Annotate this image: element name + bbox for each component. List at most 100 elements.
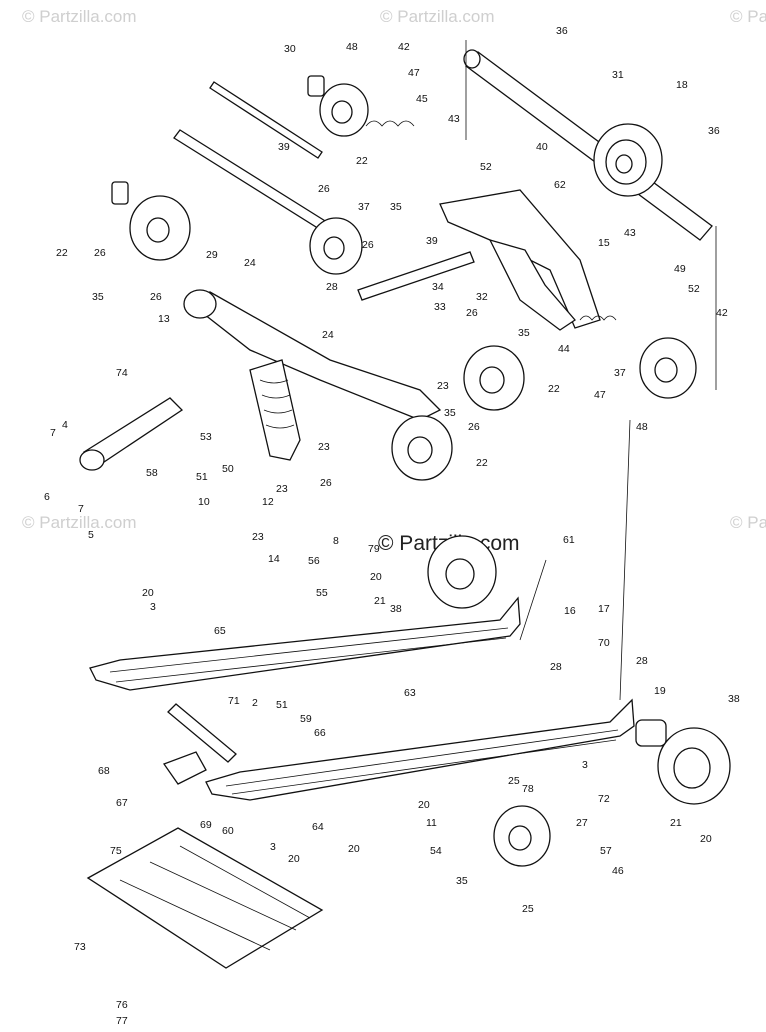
spacer-19: [635, 719, 667, 747]
callout-65: 65: [214, 625, 226, 637]
callout-13: 13: [158, 313, 170, 325]
watermark-mid-right: © Partzilla.com: [730, 513, 766, 532]
callout-28: 28: [550, 661, 562, 673]
callout-38: 38: [728, 693, 740, 705]
callout-7: 7: [50, 427, 56, 439]
spring-44: [579, 315, 617, 321]
callout-59: 59: [300, 713, 312, 725]
callout-10: 10: [198, 496, 210, 508]
callout-52: 52: [480, 161, 492, 173]
callout-19: 19: [654, 685, 666, 697]
callout-48: 48: [636, 421, 648, 433]
callout-42: 42: [398, 41, 410, 53]
callout-11: 11: [426, 817, 437, 829]
callout-3: 3: [150, 601, 156, 613]
wheel-42-right: [639, 337, 697, 399]
watermark-top-right: © Partzilla.com: [730, 7, 766, 26]
callout-64: 64: [312, 821, 324, 833]
callout-77: 77: [116, 1015, 128, 1027]
callout-61: 61: [563, 534, 575, 546]
callout-20: 20: [348, 843, 360, 855]
callout-42: 42: [716, 307, 728, 319]
callout-56: 56: [308, 555, 320, 567]
slide-plate-73: [86, 827, 324, 969]
watermark-mid-left: © Partzilla.com: [22, 513, 137, 532]
callout-20: 20: [370, 571, 382, 583]
callout-22: 22: [548, 383, 560, 395]
wheel-35-upper-left: [129, 195, 191, 261]
callout-55: 55: [316, 587, 328, 599]
callout-21: 21: [374, 595, 386, 607]
wheel-38-rear: [657, 727, 731, 805]
callout-47: 47: [594, 389, 606, 401]
callout-67: 67: [116, 797, 128, 809]
wheel-35-center: [391, 415, 453, 481]
callout-18: 18: [676, 79, 688, 91]
callout-35: 35: [518, 327, 530, 339]
callout-20: 20: [700, 833, 712, 845]
callout-35: 35: [444, 407, 456, 419]
callout-63: 63: [404, 687, 416, 699]
callout-62: 62: [554, 179, 566, 191]
shaft-30: [209, 81, 323, 159]
spacer-22-left: [111, 181, 129, 205]
callout-23: 23: [276, 483, 288, 495]
callout-20: 20: [288, 853, 300, 865]
callout-51: 51: [276, 699, 288, 711]
callout-60: 60: [222, 825, 234, 837]
idler-wheel-42: [319, 83, 369, 137]
callout-73: 73: [74, 941, 86, 953]
callout-14: 14: [268, 553, 280, 565]
callout-78: 78: [522, 783, 534, 795]
callout-70: 70: [598, 637, 610, 649]
callout-66: 66: [314, 727, 326, 739]
front-shock-10: [249, 359, 301, 461]
callout-17: 17: [598, 603, 610, 615]
callout-54: 54: [430, 845, 442, 857]
callout-26: 26: [466, 307, 478, 319]
callout-20: 20: [142, 587, 154, 599]
callout-36: 36: [708, 125, 720, 137]
shaft-28-lower: [167, 703, 237, 763]
callout-37: 37: [358, 201, 370, 213]
callout-48: 48: [346, 41, 358, 53]
callout-57: 57: [600, 845, 612, 857]
callout-32: 32: [476, 291, 488, 303]
callout-7: 7: [78, 503, 84, 515]
callout-79: 79: [368, 543, 380, 555]
shock-39: [357, 251, 475, 301]
callout-44: 44: [558, 343, 570, 355]
wheel-35-lower: [493, 805, 551, 867]
rear-idler-wheel-18: [593, 123, 663, 197]
callout-22: 22: [56, 247, 68, 259]
watermark-top-left: © Partzilla.com: [22, 7, 137, 26]
callout-69: 69: [200, 819, 212, 831]
projection-lines: [465, 40, 717, 701]
callout-39: 39: [278, 141, 290, 153]
callout-58: 58: [146, 467, 158, 479]
callout-26: 26: [318, 183, 330, 195]
callout-34: 34: [432, 281, 444, 293]
callout-27: 27: [576, 817, 588, 829]
callout-20: 20: [418, 799, 430, 811]
callout-31: 31: [612, 69, 624, 81]
callout-76: 76: [116, 999, 128, 1011]
callout-26: 26: [320, 477, 332, 489]
wheel-38-center: [427, 535, 497, 609]
callout-4: 4: [62, 419, 68, 431]
rear-arm-40: [439, 189, 601, 331]
callout-47: 47: [408, 67, 420, 79]
callout-26: 26: [94, 247, 106, 259]
callout-35: 35: [92, 291, 104, 303]
callout-52: 52: [688, 283, 700, 295]
callout-24: 24: [244, 257, 256, 269]
callout-43: 43: [448, 113, 460, 125]
wheel-35-upper-center: [309, 217, 363, 275]
callout-29: 29: [206, 249, 218, 261]
callout-25: 25: [508, 775, 520, 787]
callout-3: 3: [270, 841, 276, 853]
rear-idler-shaft: [463, 49, 713, 241]
right-rail-71: [205, 698, 635, 801]
callout-15: 15: [598, 237, 610, 249]
